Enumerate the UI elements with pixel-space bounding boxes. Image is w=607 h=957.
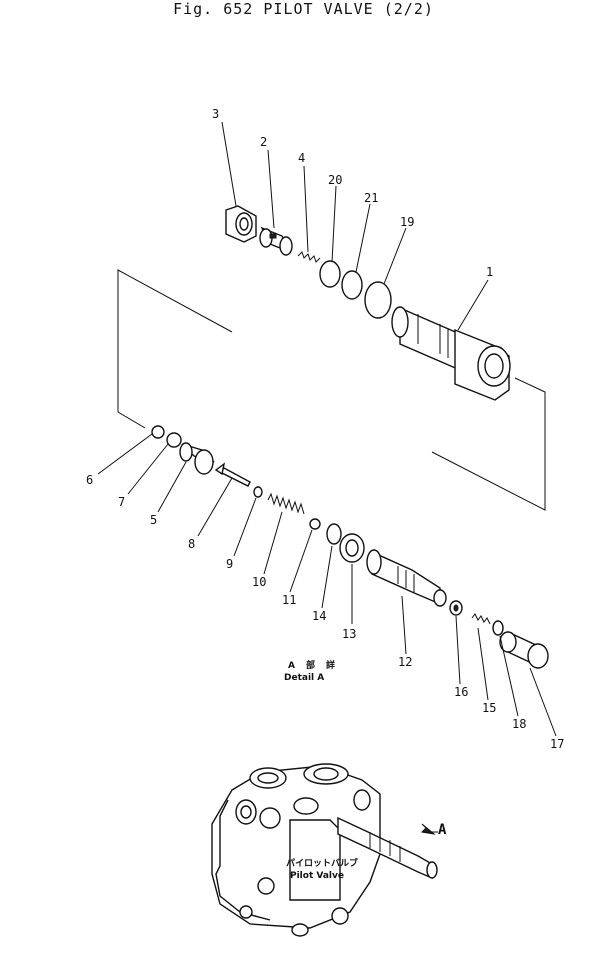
part-16-nut: [449, 600, 463, 616]
callout-12: 12: [398, 655, 412, 669]
detail-jp-a: A: [288, 661, 295, 671]
callout-19: 19: [400, 215, 414, 229]
part-6-o-ring: [151, 425, 165, 439]
part-19-o-ring: [364, 281, 392, 319]
callout-9: 9: [226, 557, 233, 571]
part-9-washer: [253, 486, 263, 498]
part-17-cap: [499, 630, 549, 669]
part-4-spring: [297, 251, 321, 263]
part-14-o-ring: [326, 523, 342, 545]
pilot-valve-assembly: パイロットバルブ Pilot Valve: [211, 763, 438, 937]
callout-13: 13: [342, 627, 356, 641]
callout-3: 3: [212, 107, 219, 121]
detail-jp-b: 部: [306, 659, 315, 671]
part-15-spring: [471, 613, 491, 625]
callout-16: 16: [454, 685, 468, 699]
callout-numbers: 3 2 4 20 21 19 1 6 7 5 8 9 10 11 14 13 1…: [86, 107, 564, 751]
callout-8: 8: [188, 537, 195, 551]
callout-10: 10: [252, 575, 266, 589]
callout-4: 4: [298, 151, 305, 165]
part-13-nut: [339, 533, 365, 563]
callout-20: 20: [328, 173, 342, 187]
detail-jp-c: 詳: [326, 659, 335, 671]
figure-title: Fig. 652 PILOT VALVE (2/2): [173, 0, 434, 18]
part-5-plug: [179, 442, 215, 475]
callout-1: 1: [486, 265, 493, 279]
part-8-pin: [214, 462, 251, 487]
callout-17: 17: [550, 737, 564, 751]
callout-15: 15: [482, 701, 496, 715]
pilot-valve-en-label: Pilot Valve: [290, 871, 344, 881]
callout-18: 18: [512, 717, 526, 731]
leader-lines: [97, 121, 557, 737]
detail-a-label: A 部 詳 Detail A: [284, 659, 335, 683]
part-21-o-ring: [341, 270, 363, 300]
pilot-valve-jp-label: パイロットバルブ: [286, 857, 358, 869]
callout-11: 11: [282, 593, 296, 607]
detail-en: Detail A: [284, 673, 324, 683]
callout-7: 7: [118, 495, 125, 509]
part-20-o-ring: [319, 260, 341, 288]
callout-14: 14: [312, 609, 326, 623]
part-12-valve: [366, 549, 447, 607]
part-3-cap: [225, 205, 257, 243]
callout-2: 2: [260, 135, 267, 149]
part-10-spring: [267, 492, 305, 515]
callout-5: 5: [150, 513, 157, 527]
view-arrow-a: A: [420, 822, 447, 838]
part-1-body: [391, 306, 511, 401]
connector-frame: [117, 269, 546, 511]
part-7-ring: [166, 432, 182, 448]
part-11-ball: [309, 518, 321, 530]
callout-6: 6: [86, 473, 93, 487]
callout-21: 21: [364, 191, 378, 205]
part-2-sleeve: [259, 226, 293, 256]
part-18-o-ring: [492, 620, 504, 636]
arrow-a-label: A: [438, 822, 447, 838]
